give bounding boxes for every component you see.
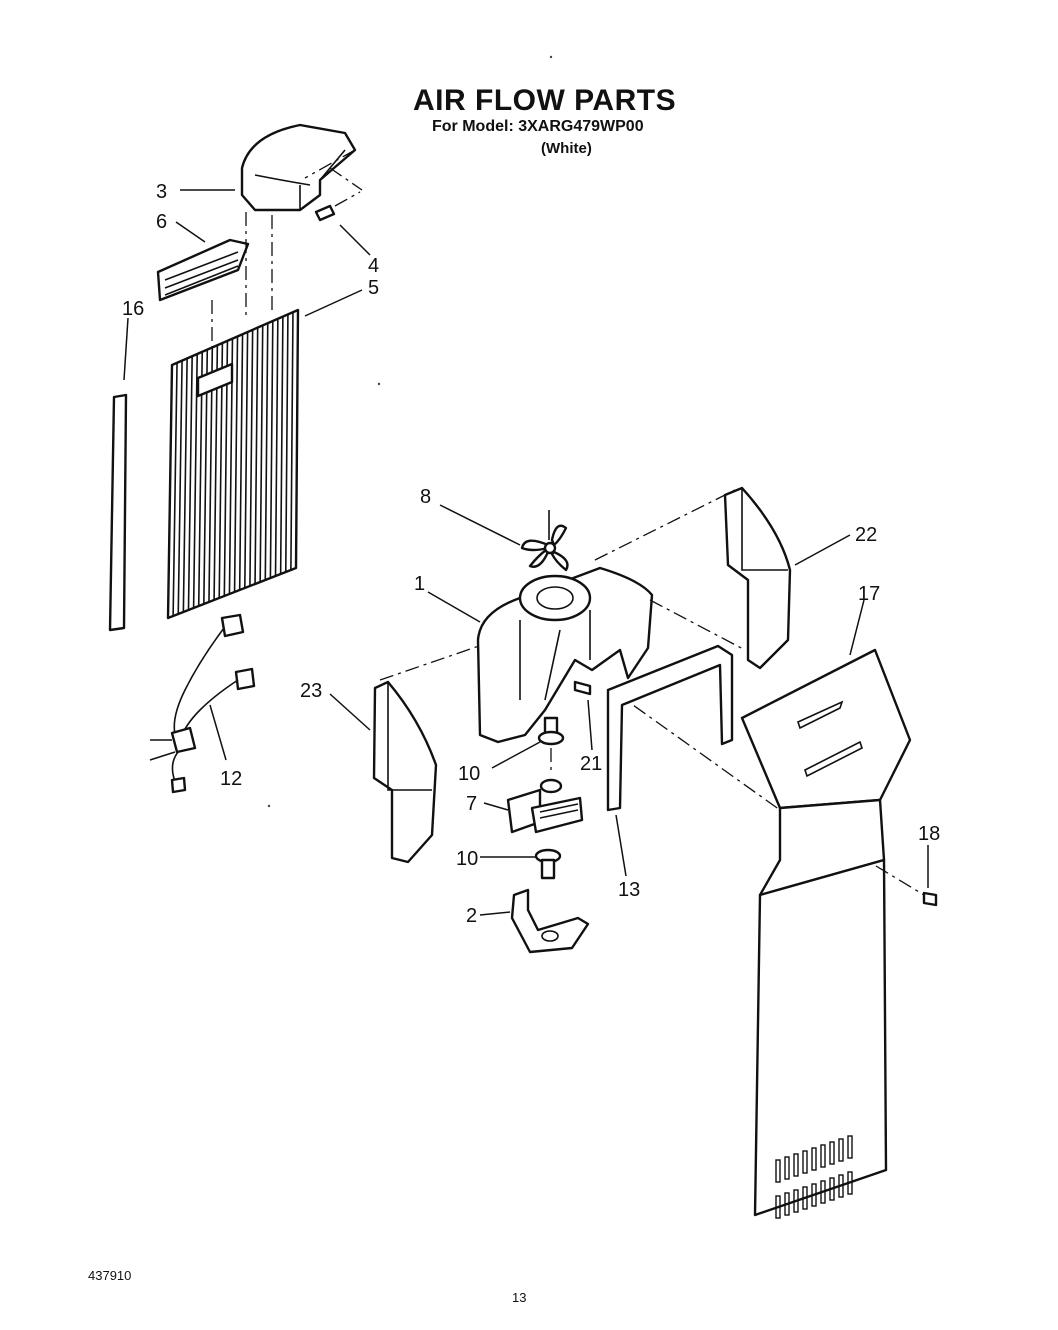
part-7-fan-motor[interactable] — [506, 778, 584, 834]
document-number: 437910 — [88, 1268, 132, 1283]
part-12-harness[interactable] — [149, 613, 256, 794]
diagram-title: AIR FLOW PARTS — [413, 84, 677, 117]
callout-3: 3 — [156, 181, 167, 203]
callout-8: 8 — [420, 486, 431, 508]
callout-1: 1 — [414, 573, 425, 595]
part-10-grommet-upper[interactable] — [537, 716, 565, 775]
part-22-duct[interactable] — [723, 486, 792, 670]
callout-2: 2 — [466, 905, 477, 927]
part-13-gasket[interactable] — [606, 644, 734, 812]
part-17-rear-panel[interactable] — [740, 648, 912, 1219]
callout-16: 16 — [122, 298, 144, 320]
part-8-fan-blade[interactable] — [520, 510, 569, 572]
callout-13: 13 — [618, 879, 640, 901]
part-2-bracket[interactable] — [510, 888, 590, 954]
callout-18: 18 — [918, 823, 940, 845]
callout-4: 4 — [368, 255, 379, 277]
callout-5: 5 — [368, 277, 379, 299]
callout-23: 23 — [300, 680, 322, 702]
part-5-evaporator[interactable] — [166, 308, 300, 620]
callout-12: 12 — [220, 768, 242, 790]
part-3-cover[interactable] — [240, 123, 363, 212]
part-21-screw[interactable] — [573, 680, 592, 696]
model-subtitle: For Model: 3XARG479WP00 — [432, 118, 644, 135]
callout-7: 7 — [466, 793, 477, 815]
callout-10-lower: 10 — [456, 848, 478, 870]
part-4-screw[interactable] — [314, 191, 361, 222]
page-number: 13 — [512, 1290, 527, 1305]
part-16-tube[interactable] — [108, 393, 128, 632]
callout-22: 22 — [855, 524, 877, 546]
callout-17: 17 — [858, 583, 880, 605]
leader-lines — [123, 189, 929, 916]
callout-10-upper: 10 — [458, 763, 480, 785]
part-18-screw[interactable] — [875, 865, 938, 907]
part-1-fan-housing[interactable] — [476, 566, 654, 744]
callout-21: 21 — [580, 753, 602, 775]
callout-6: 6 — [156, 211, 167, 233]
part-10-grommet-lower[interactable] — [534, 848, 562, 880]
part-6-grille[interactable] — [156, 238, 250, 302]
part-23-duct[interactable] — [372, 680, 438, 864]
color-variant: (White) — [541, 140, 592, 157]
